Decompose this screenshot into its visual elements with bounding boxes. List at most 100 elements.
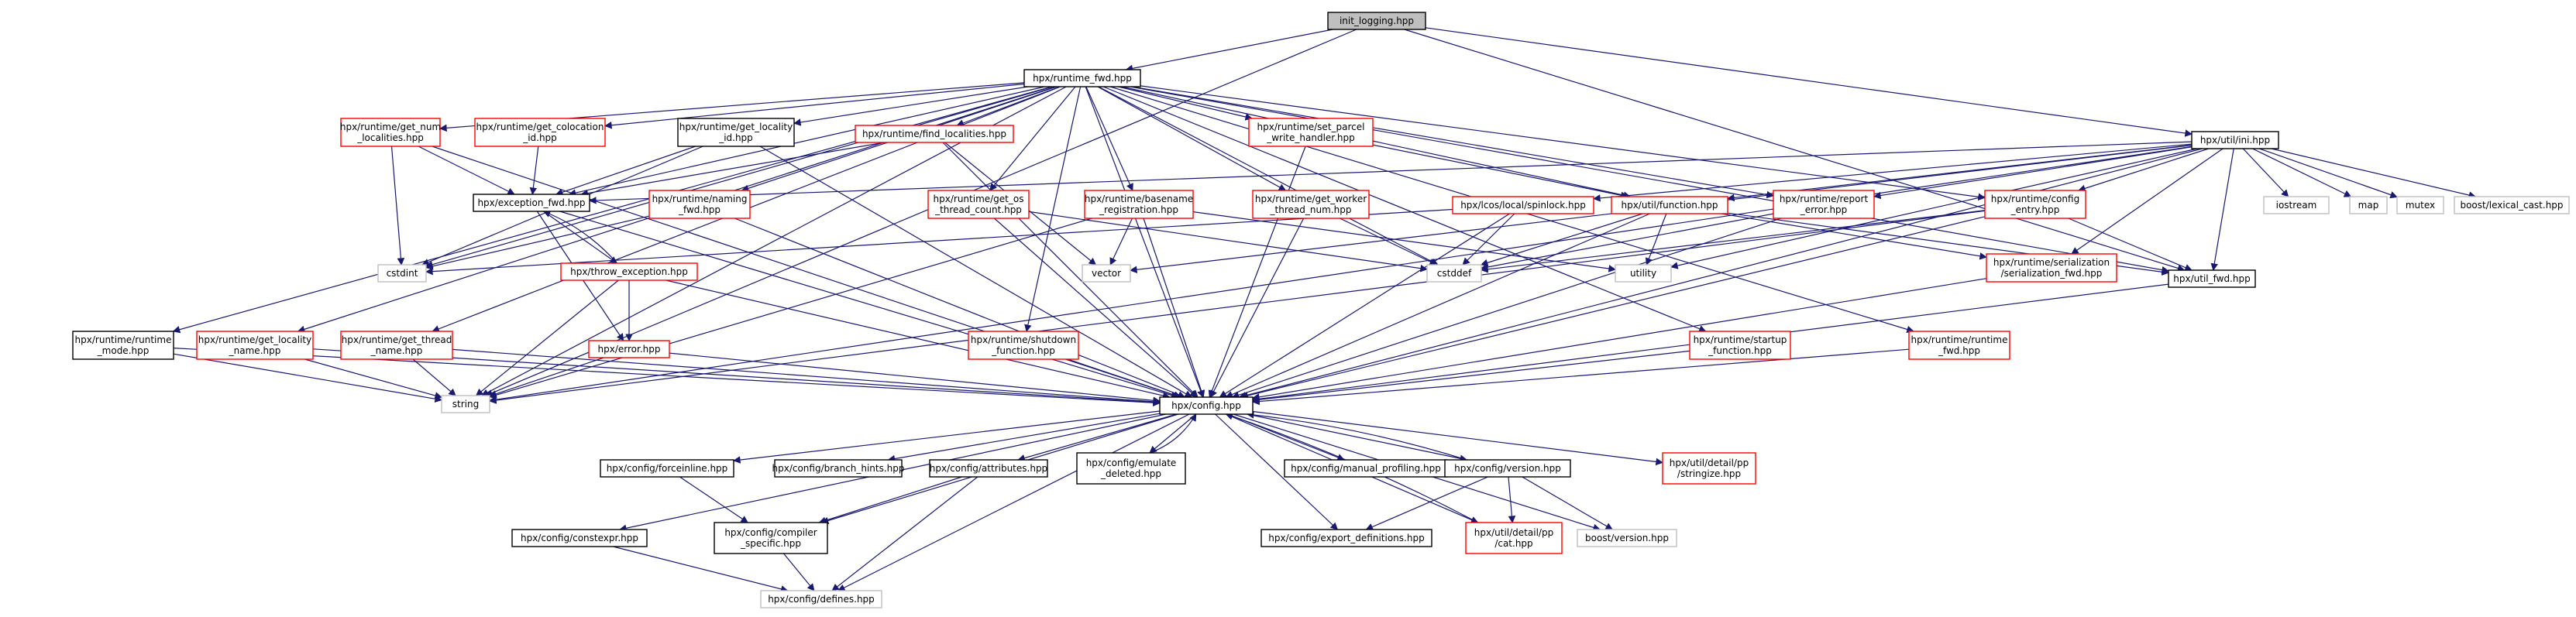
node-box[interactable]	[340, 118, 441, 147]
node-box[interactable]	[196, 331, 314, 360]
node-box[interactable]	[760, 590, 882, 608]
node-pp-cat[interactable]: hpx/util/detail/pp/cat.hpp	[1465, 522, 1563, 554]
node-box[interactable]	[1615, 264, 1672, 283]
node-get-colocation-id[interactable]: hpx/runtime/get_colocation_id.hpp	[474, 118, 606, 147]
node-box[interactable]	[2349, 196, 2388, 214]
node-box[interactable]	[927, 190, 1030, 219]
node-box[interactable]	[1577, 529, 1677, 547]
node-box[interactable]	[441, 395, 490, 413]
node-box[interactable]	[1260, 529, 1432, 547]
node-box[interactable]	[2263, 196, 2330, 214]
node-box[interactable]	[1465, 522, 1563, 554]
node-stringize[interactable]: hpx/util/detail/pp/stringize.hpp	[1662, 452, 1756, 485]
node-box[interactable]	[1986, 253, 2117, 283]
node-box[interactable]	[1252, 190, 1370, 219]
node-config-version[interactable]: hpx/config/version.hpp	[1444, 459, 1571, 478]
node-get-os-thread-count[interactable]: hpx/runtime/get_os_thread_count.hpp	[927, 190, 1030, 219]
node-box[interactable]	[1327, 12, 1426, 30]
node-box[interactable]	[1452, 196, 1594, 214]
node-attributes[interactable]: hpx/config/attributes.hpp	[929, 459, 1048, 478]
node-error[interactable]: hpx/error.hpp	[588, 340, 670, 358]
node-throw-exception[interactable]: hpx/throw_exception.hpp	[560, 262, 698, 281]
node-string[interactable]: string	[441, 395, 490, 413]
node-box[interactable]	[1084, 190, 1194, 219]
node-box[interactable]	[677, 118, 795, 147]
node-box[interactable]	[1984, 190, 2086, 219]
node-exception-fwd[interactable]: hpx/exception_fwd.hpp	[473, 194, 590, 212]
node-runtime-runtime-fwd[interactable]: hpx/runtime/runtime_fwd.hpp	[1908, 331, 2010, 360]
node-lexical-cast[interactable]: boost/lexical_cast.hpp	[2454, 196, 2570, 214]
node-box[interactable]	[511, 529, 648, 547]
node-report-error[interactable]: hpx/runtime/report_error.hpp	[1773, 190, 1875, 219]
node-box[interactable]	[855, 125, 1014, 143]
node-basename-registration[interactable]: hpx/runtime/basename_registration.hpp	[1084, 190, 1194, 219]
node-box[interactable]	[1076, 452, 1186, 485]
node-box[interactable]	[968, 331, 1079, 360]
node-utility[interactable]: utility	[1615, 264, 1672, 283]
node-find-localities[interactable]: hpx/runtime/find_localities.hpp	[855, 125, 1014, 143]
node-box[interactable]	[1908, 331, 2010, 360]
node-config[interactable]: hpx/config.hpp	[1159, 396, 1254, 415]
node-cstdint[interactable]: cstdint	[377, 264, 427, 283]
node-box[interactable]	[1426, 264, 1482, 283]
node-util-fwd[interactable]: hpx/util_fwd.hpp	[2168, 269, 2256, 288]
node-box[interactable]	[473, 194, 590, 212]
node-get-worker-thread-num[interactable]: hpx/runtime/get_worker_thread_num.hpp	[1252, 190, 1370, 219]
node-lcos-spinlock[interactable]: hpx/lcos/local/spinlock.hpp	[1452, 196, 1594, 214]
node-get-locality-id[interactable]: hpx/runtime/get_locality_id.hpp	[677, 118, 795, 147]
node-shutdown-function[interactable]: hpx/runtime/shutdown_function.hpp	[968, 331, 1079, 360]
node-box[interactable]	[2454, 196, 2570, 214]
node-box[interactable]	[1773, 190, 1875, 219]
node-label: hpx/runtime/runtime	[1911, 334, 2008, 345]
node-box[interactable]	[600, 459, 734, 478]
node-vector[interactable]: vector	[1082, 264, 1131, 283]
node-export-definitions[interactable]: hpx/config/export_definitions.hpp	[1260, 529, 1432, 547]
node-box[interactable]	[1689, 331, 1791, 360]
node-branch-hints[interactable]: hpx/config/branch_hints.hpp	[772, 459, 905, 478]
node-boost-version[interactable]: boost/version.hpp	[1577, 529, 1677, 547]
node-util-ini[interactable]: hpx/util/ini.hpp	[2191, 131, 2279, 149]
node-box[interactable]	[1611, 196, 1728, 214]
node-runtime-mode[interactable]: hpx/runtime/runtime_mode.hpp	[72, 331, 174, 360]
node-defines[interactable]: hpx/config/defines.hpp	[760, 590, 882, 608]
node-box[interactable]	[377, 264, 427, 283]
node-cstddef[interactable]: cstddef	[1426, 264, 1482, 283]
node-set-parcel-write-handler[interactable]: hpx/runtime/set_parcel_write_handler.hpp	[1248, 118, 1374, 147]
node-box[interactable]	[2191, 131, 2279, 149]
node-box[interactable]	[1159, 396, 1254, 415]
node-mutex[interactable]: mutex	[2396, 196, 2444, 214]
node-get-thread-name[interactable]: hpx/runtime/get_thread_name.hpp	[340, 331, 453, 360]
node-compiler-specific[interactable]: hpx/config/compiler_specific.hpp	[714, 522, 828, 554]
node-box[interactable]	[560, 262, 698, 281]
node-startup-function[interactable]: hpx/runtime/startup_function.hpp	[1689, 331, 1791, 360]
node-box[interactable]	[714, 522, 828, 554]
node-box[interactable]	[1444, 459, 1571, 478]
node-config-entry[interactable]: hpx/runtime/config_entry.hpp	[1984, 190, 2086, 219]
node-box[interactable]	[474, 118, 606, 147]
node-box[interactable]	[1662, 452, 1756, 485]
node-box[interactable]	[2396, 196, 2444, 214]
node-constexpr[interactable]: hpx/config/constexpr.hpp	[511, 529, 648, 547]
node-box[interactable]	[340, 331, 453, 360]
node-get-locality-name[interactable]: hpx/runtime/get_locality_name.hpp	[196, 331, 314, 360]
node-box[interactable]	[1248, 118, 1374, 147]
node-box[interactable]	[648, 190, 751, 219]
node-box[interactable]	[929, 459, 1048, 478]
node-get-num-localities[interactable]: hpx/runtime/get_num_localities.hpp	[340, 118, 441, 147]
node-init-logging[interactable]: init_logging.hpp	[1327, 12, 1426, 30]
node-emulate-deleted[interactable]: hpx/config/emulate_deleted.hpp	[1076, 452, 1186, 485]
node-serialization-fwd[interactable]: hpx/runtime/serialization/serialization_…	[1986, 253, 2117, 283]
node-iostream[interactable]: iostream	[2263, 196, 2330, 214]
node-box[interactable]	[588, 340, 670, 358]
node-box[interactable]	[774, 459, 903, 478]
node-manual-profiling[interactable]: hpx/config/manual_profiling.hpp	[1284, 459, 1448, 478]
node-naming-fwd[interactable]: hpx/runtime/naming_fwd.hpp	[648, 190, 751, 219]
node-map[interactable]: map	[2349, 196, 2388, 214]
node-box[interactable]	[72, 331, 174, 360]
node-forceinline[interactable]: hpx/config/forceinline.hpp	[600, 459, 734, 478]
node-box[interactable]	[1023, 69, 1141, 87]
node-box[interactable]	[2168, 269, 2256, 288]
node-runtime-fwd[interactable]: hpx/runtime_fwd.hpp	[1023, 69, 1141, 87]
node-util-function[interactable]: hpx/util/function.hpp	[1611, 196, 1728, 214]
node-box[interactable]	[1082, 264, 1131, 283]
